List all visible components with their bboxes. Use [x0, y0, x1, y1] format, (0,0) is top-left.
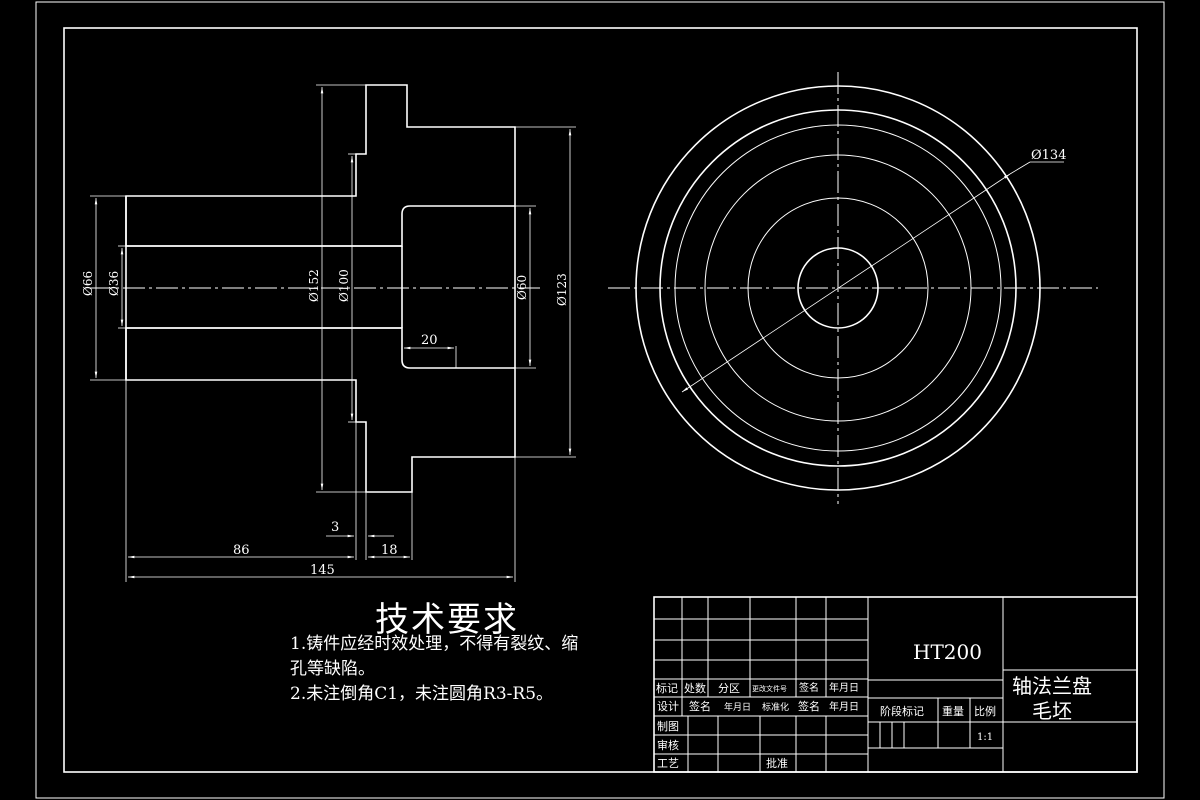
dim-d60: Ø60	[515, 275, 529, 300]
tb-label-ratio: 比例	[974, 704, 996, 718]
tb-label-approve: 批准	[766, 756, 788, 770]
tb-label-count: 处数	[684, 682, 706, 695]
tb-label-sign: 签名	[799, 681, 819, 694]
dim-d100: Ø100	[337, 269, 351, 302]
scale-value: 1:1	[977, 732, 993, 743]
tech-req-line3: 2.未注倒角C1，未注圆角R3-R5。	[290, 684, 554, 704]
dim-d36: Ø36	[107, 271, 121, 296]
part-name-line1: 轴法兰盘	[1012, 674, 1092, 698]
dim-d152: Ø152	[307, 269, 321, 302]
dim-145: 145	[310, 563, 335, 578]
dim-86: 86	[233, 543, 250, 558]
dim-d66: Ø66	[81, 271, 95, 296]
tb-label-standard: 标准化	[762, 701, 789, 713]
tech-req-line1: 1.铸件应经时效处理，不得有裂纹、缩	[290, 634, 579, 654]
end-view: Ø134	[608, 72, 1098, 504]
part-name-line2: 毛坯	[1032, 699, 1072, 723]
hatch-upper-boss	[125, 84, 516, 247]
tb-label-zone: 分区	[718, 682, 740, 695]
title-block: HT200 轴法兰盘 毛坯 1:1 标记 处数 分区 更改文件号 签名 年月日 …	[653, 596, 1138, 773]
tb-label-date: 年月日	[829, 681, 859, 694]
outer-border	[35, 1, 1165, 799]
material-label: HT200	[913, 640, 982, 664]
dim-3: 3	[331, 520, 339, 535]
tech-req-body: 1.铸件应经时效处理，不得有裂纹、缩 孔等缺陷。 2.未注倒角C1，未注圆角R3…	[290, 632, 640, 707]
tb-label-sign3: 签名	[798, 699, 820, 713]
tech-req-line2: 孔等缺陷。	[290, 659, 375, 679]
tb-label-mark: 标记	[656, 681, 678, 695]
dim-d134: Ø134	[1031, 148, 1066, 163]
tb-label-change-doc: 更改文件号	[752, 684, 787, 693]
tb-label-date3: 年月日	[829, 700, 859, 713]
tech-req-title: 技术要求	[375, 600, 519, 640]
tb-label-sign2: 签名	[689, 699, 711, 713]
dim-20: 20	[421, 333, 438, 348]
dim-d123: Ø123	[555, 273, 569, 306]
tb-label-date2: 年月日	[724, 701, 751, 713]
dim-18: 18	[381, 543, 398, 558]
tb-label-draw: 制图	[657, 720, 679, 733]
inner-border	[63, 27, 1138, 773]
tb-label-stage-mark: 阶段标记	[880, 704, 924, 718]
tb-label-process: 工艺	[657, 757, 679, 770]
tb-label-weight: 重量	[942, 704, 964, 718]
hatch-lower-boss	[125, 327, 516, 493]
tb-label-review: 审核	[657, 738, 679, 752]
section-view: Ø66 Ø36 Ø152 Ø100 Ø60 Ø123 20 3 86	[81, 84, 576, 582]
tb-label-design: 设计	[657, 700, 679, 713]
